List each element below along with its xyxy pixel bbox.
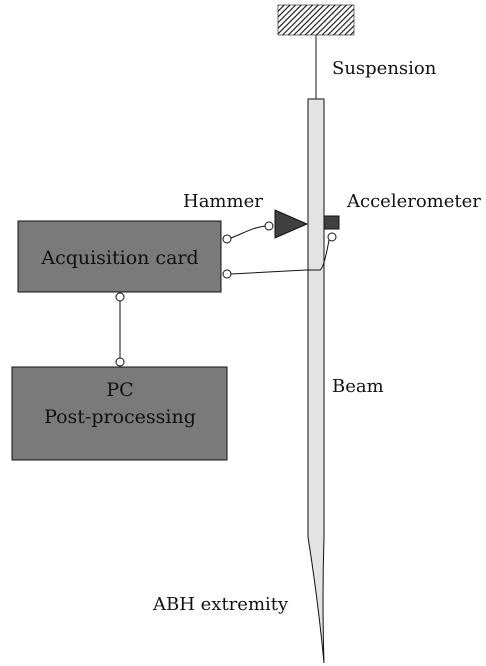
pc-box — [11, 366, 228, 461]
hammer-head — [274, 209, 309, 239]
pc-top-connector — [115, 357, 125, 367]
abh-extremity-label: ABH extremity — [152, 594, 289, 615]
accelerometer-label: Accelerometer — [346, 191, 481, 212]
hammer-cable — [230, 225, 266, 239]
accelerometer-cable — [230, 239, 330, 275]
beam — [307, 98, 325, 664]
accelerometer-connector — [327, 232, 337, 242]
post-processing-label: Post-processing — [44, 406, 196, 428]
accelerometer-sensor — [323, 215, 340, 230]
card-bottom-connector — [115, 292, 125, 302]
acquisition-card-label: Acquisition card — [40, 247, 198, 269]
beam-label: Beam — [332, 376, 384, 397]
card-hammer-connector — [222, 234, 232, 244]
suspension-label: Suspension — [332, 58, 437, 79]
hammer-label: Hammer — [183, 191, 263, 212]
hammer-connector — [264, 221, 274, 231]
pc-label: PC — [106, 379, 133, 401]
acquisition-card-box — [17, 220, 222, 293]
ceiling-support — [277, 4, 355, 36]
card-accelerometer-connector — [222, 269, 232, 279]
